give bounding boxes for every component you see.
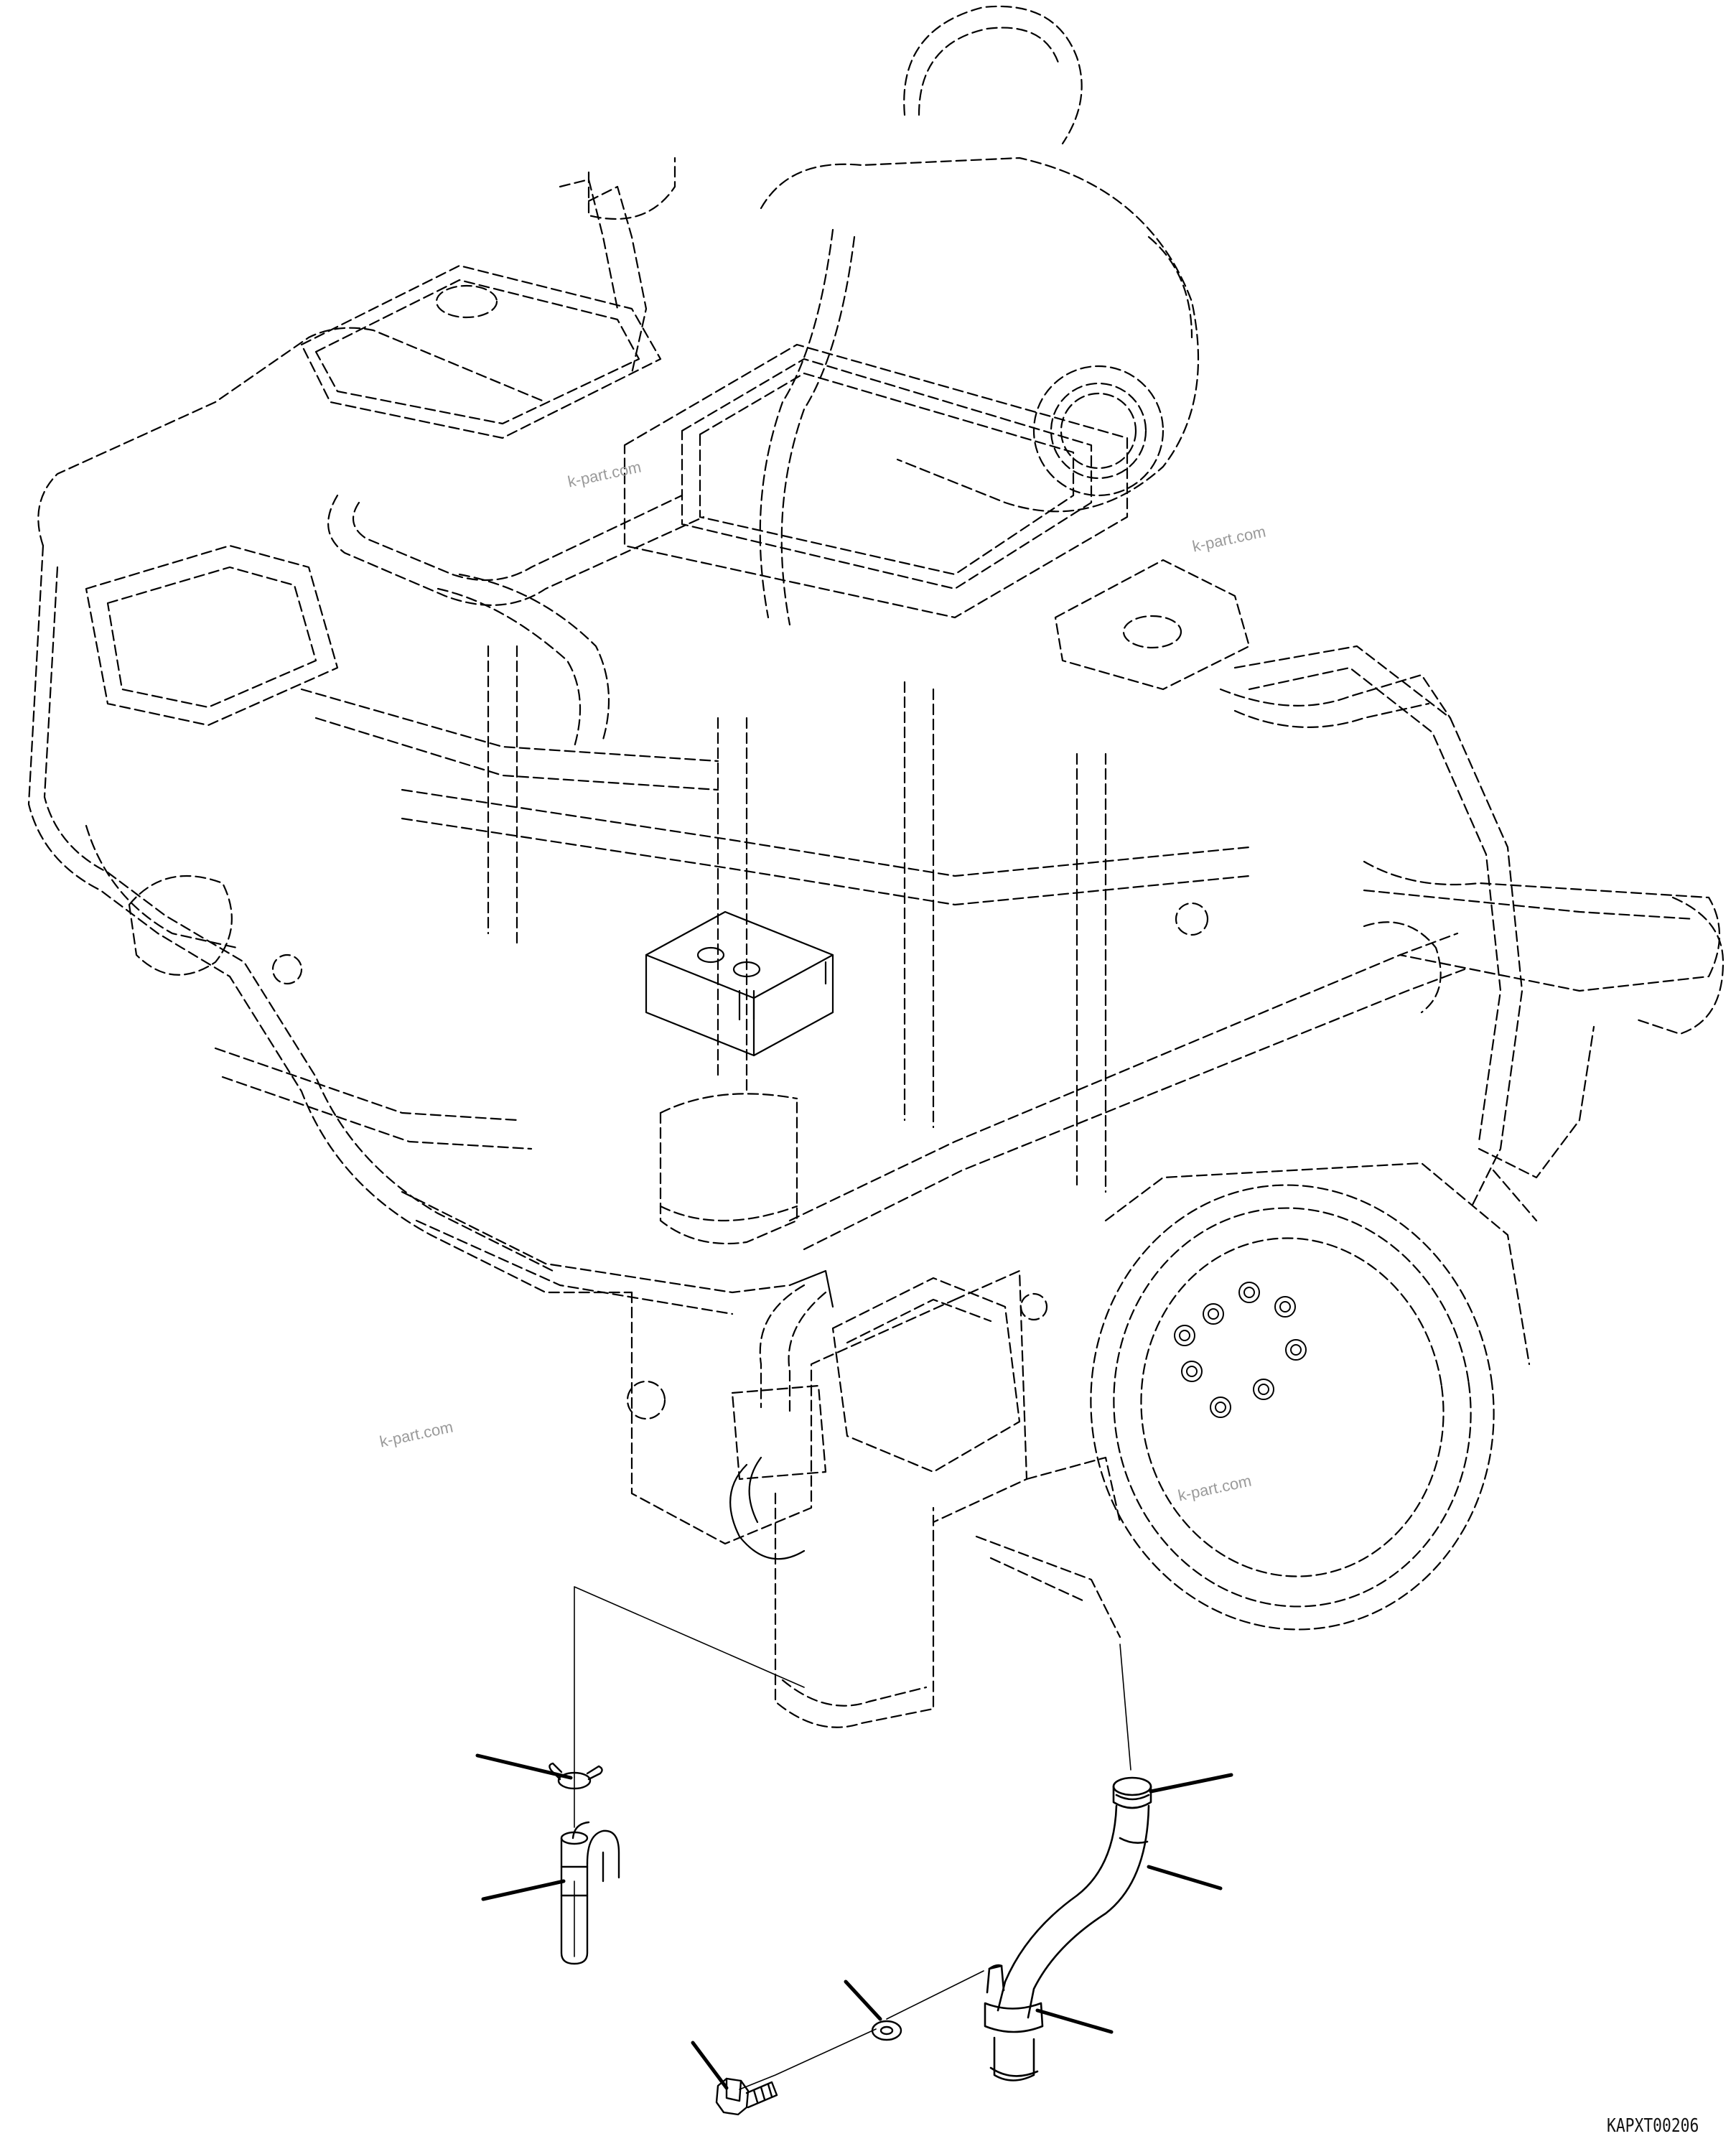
lower-hose-clamp-part [984, 1964, 1044, 2081]
washer-part [871, 2020, 902, 2041]
upper-hose-clamp-part [1112, 1776, 1152, 1809]
engine-assembly-outline [27, 5, 1725, 1728]
drain-hose-part [560, 1821, 620, 1965]
curved-drain-hose-part [997, 1804, 1150, 2019]
callout-lines [475, 1753, 1233, 2090]
filter-head-fittings [645, 910, 834, 1560]
flywheel-bolts [1174, 1282, 1307, 1418]
drawing-code: KAPXT00206 [1607, 2115, 1699, 2137]
assembly-leader-lines [574, 1586, 1131, 2090]
hose-clip-part [549, 1762, 603, 1790]
